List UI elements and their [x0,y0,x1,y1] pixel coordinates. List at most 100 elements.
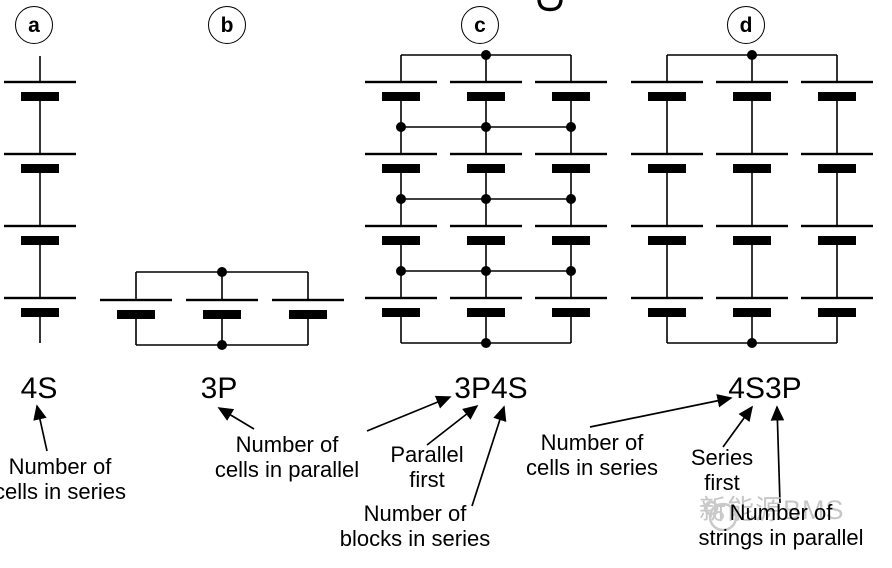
cell-negative-plate [467,236,505,245]
cell-positive-plate [716,224,788,228]
cell-negative-plate [382,236,420,245]
cell-positive-plate [365,296,437,300]
note-line: Number of [540,430,644,455]
note-line: Series [690,445,754,470]
cell-positive-plate [631,80,703,84]
note-parallel-first: Parallel first [390,442,463,492]
cell-negative-plate [648,236,686,245]
cell-negative-plate [382,92,420,101]
code-3p: 3P [200,372,238,405]
cell-negative-plate [21,308,59,317]
cell-positive-plate [716,80,788,84]
note-line: cells in parallel [214,457,360,482]
code-4s3p: 4S3P [728,372,802,405]
cell-negative-plate [552,92,590,101]
panel-b-circuit [100,267,344,350]
cell-negative-plate [21,164,59,173]
arrow-4s-count [33,404,48,452]
note-line: cells in series [0,479,127,504]
cell-negative-plate [733,308,771,317]
code-3p4s: 3P4S [454,372,528,405]
note-cells-in-parallel-b: Number of cells in parallel [215,432,359,482]
cell-positive-plate [450,152,522,156]
note-cells-in-series-d: Number of cells in series [526,430,658,480]
note-blocks-in-series: Number of blocks in series [340,501,490,551]
arrow-3p4s-parallel-first [426,404,479,446]
cell-negative-plate [117,310,155,319]
panel-label-a: a [15,6,53,44]
cell-negative-plate [467,164,505,173]
cell-negative-plate [733,164,771,173]
panel-label-b: b [208,6,246,44]
cell-positive-plate [535,80,607,84]
cell-positive-plate [4,152,76,156]
cell-positive-plate [801,296,873,300]
cell-positive-plate [801,224,873,228]
cell-positive-plate [535,296,607,300]
cropped-title-glyph [537,0,563,12]
cell-negative-plate [203,310,241,319]
panel-label-d-text: d [739,13,753,37]
cell-positive-plate [631,296,703,300]
cell-negative-plate [382,164,420,173]
cell-positive-plate [450,224,522,228]
cell-positive-plate [631,224,703,228]
cell-negative-plate [648,92,686,101]
note-line: cells in series [525,455,659,480]
cell-positive-plate [450,80,522,84]
arrow-4s3p-series-count [589,394,733,428]
arrow-3p4s-parallel-count [366,395,452,432]
cell-positive-plate [631,152,703,156]
note-line: blocks in series [339,526,491,551]
cell-positive-plate [4,296,76,300]
cell-negative-plate [648,164,686,173]
cell-positive-plate [365,152,437,156]
cell-negative-plate [552,236,590,245]
cell-positive-plate [272,298,344,302]
panel-label-c-text: c [474,13,486,37]
cell-positive-plate [535,152,607,156]
cell-negative-plate [733,236,771,245]
note-strings-in-parallel: Number of strings in parallel [698,500,863,550]
cell-positive-plate [4,80,76,84]
cell-positive-plate [716,152,788,156]
note-line: first [704,470,740,495]
cell-positive-plate [535,224,607,228]
cell-negative-plate [648,308,686,317]
note-line: Number of [363,501,467,526]
note-line: Number of [235,432,339,457]
cell-positive-plate [4,224,76,228]
panel-label-b-text: b [220,13,234,37]
panel-label-d: d [727,6,765,44]
arrow-4s3p-strings-count [770,405,785,504]
arrow-3p-count [217,407,255,430]
code-4s: 4S [20,372,58,405]
note-line: Number of [729,500,833,525]
cell-positive-plate [450,296,522,300]
cell-negative-plate [552,164,590,173]
cell-negative-plate [818,164,856,173]
panel-label-a-text: a [28,13,40,37]
note-line: first [409,467,445,492]
panel-c-circuit [365,50,607,348]
cell-positive-plate [801,80,873,84]
cell-positive-plate [801,152,873,156]
cell-negative-plate [818,236,856,245]
panel-d-circuit [631,50,873,348]
note-line: Number of [8,454,112,479]
arrow-3p4s-blocks-count [471,405,507,507]
note-cells-in-series-a: Number of cells in series [0,454,126,504]
cell-negative-plate [733,92,771,101]
cell-negative-plate [382,308,420,317]
cell-positive-plate [186,298,258,302]
cell-negative-plate [467,92,505,101]
note-line: Parallel [390,442,464,467]
panel-label-c: c [461,6,499,44]
panel-a-circuit [4,56,76,343]
cell-positive-plate [365,80,437,84]
note-line: strings in parallel [698,525,864,550]
cell-negative-plate [21,92,59,101]
cell-negative-plate [289,310,327,319]
